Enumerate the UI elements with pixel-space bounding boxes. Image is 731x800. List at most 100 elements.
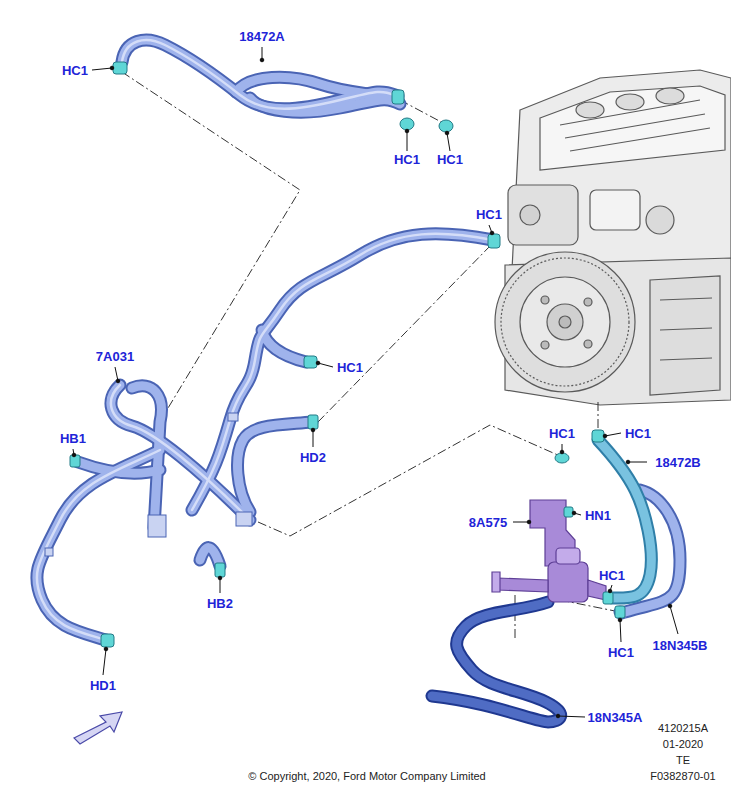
leader-line	[92, 68, 112, 70]
engine-illustration	[547, 304, 583, 340]
coolant-hose	[250, 98, 400, 112]
hose-clamp	[70, 62, 625, 647]
engine-illustration	[590, 190, 640, 230]
callout-number: HC1	[62, 63, 88, 78]
coolant-hose	[37, 450, 160, 640]
coolant-valve	[548, 562, 588, 602]
leader-line	[445, 131, 449, 135]
leader-line	[72, 47, 678, 718]
callout-number: 18N345A	[588, 710, 643, 725]
hose-clamp	[603, 592, 613, 604]
callout-number: 18472B	[655, 455, 701, 470]
hose-clamp	[439, 120, 453, 132]
hose-bracket	[45, 548, 53, 556]
coolant-hose	[37, 40, 680, 640]
callout-number: HC1	[608, 645, 634, 660]
leader-line	[405, 129, 409, 133]
engine-illustration	[559, 316, 571, 328]
engine-illustration	[541, 341, 549, 349]
assembly-line	[122, 72, 300, 418]
hose-bracket	[148, 515, 166, 537]
coolant-hose	[432, 602, 561, 722]
callout-number: HC1	[337, 360, 363, 375]
engine-illustration	[576, 102, 604, 118]
engine-illustration	[660, 298, 712, 360]
leader-line	[490, 231, 494, 235]
engine-illustration	[650, 276, 720, 395]
coolant-valve	[556, 548, 580, 564]
engine-illustration	[656, 88, 684, 104]
engine-illustration	[540, 86, 725, 170]
assembly-line	[258, 425, 560, 536]
leader-line	[572, 511, 576, 515]
leader-line	[260, 58, 264, 62]
leader-line	[313, 430, 314, 447]
engine-illustration	[584, 340, 592, 348]
leader-line	[318, 363, 333, 367]
engine-illustration	[520, 205, 540, 225]
leader-line	[110, 66, 114, 70]
coolant-hose	[122, 40, 398, 109]
callout-number: HN1	[585, 508, 611, 523]
coolant-hose	[37, 40, 493, 640]
hose-clamp	[113, 62, 127, 74]
engine-illustration	[520, 277, 610, 367]
hose-clamp	[304, 356, 317, 368]
front-arrow	[74, 712, 122, 744]
callout-number: HC1	[625, 426, 651, 441]
assembly-line	[122, 72, 620, 640]
leader-line	[556, 714, 560, 718]
callout-number: HC1	[437, 152, 463, 167]
hose-clamp	[592, 430, 604, 442]
leader-line	[218, 576, 222, 580]
leader-line	[628, 462, 647, 463]
coolant-hose	[432, 602, 561, 722]
leader-line	[316, 361, 320, 365]
leader-line	[447, 133, 450, 151]
hose-clamp	[400, 118, 414, 130]
callout-number: HC1	[599, 568, 625, 583]
leader-line	[560, 450, 564, 454]
engine-illustration	[616, 94, 644, 110]
callout-number: HB1	[60, 431, 86, 446]
engine-illustration	[495, 70, 731, 405]
hose-clamp	[392, 90, 404, 104]
footer-text: 4120215A	[658, 722, 708, 734]
leader-line	[103, 649, 106, 675]
coolant-hose	[37, 40, 680, 640]
front-arrow	[74, 712, 122, 744]
assembly-line	[598, 402, 599, 432]
leader-line	[605, 433, 621, 436]
footer-text: 01-2020	[663, 738, 703, 750]
callout-number: 18N345B	[653, 638, 708, 653]
leader-line	[618, 618, 622, 622]
hose-clamp	[615, 606, 625, 618]
leader-line	[608, 589, 612, 593]
engine-illustration	[508, 185, 578, 245]
hose-bracket	[236, 512, 252, 526]
leader-line	[311, 428, 315, 432]
callout-number: HC1	[476, 207, 502, 222]
callout-number: 8A575	[469, 515, 507, 530]
hose-bracket	[45, 413, 252, 556]
coolant-hose	[111, 385, 250, 520]
coolant-valve	[492, 572, 500, 592]
engine-illustration	[541, 296, 549, 304]
leader-line	[626, 460, 630, 464]
coolant-hose	[37, 40, 680, 722]
coolant-hose	[111, 385, 250, 520]
engine-illustration	[501, 258, 629, 386]
footer-text: © Copyright, 2020, Ford Motor Company Li…	[248, 770, 485, 782]
hose-clamp	[308, 415, 318, 429]
engine-illustration	[646, 206, 674, 234]
coolant-hose	[122, 40, 398, 109]
engine-illustration	[584, 298, 592, 306]
coolant-hose	[111, 385, 250, 520]
coolant-hose	[238, 422, 312, 512]
coolant-hose	[37, 450, 160, 640]
leader-line	[668, 604, 672, 608]
hose-clamp	[555, 453, 569, 463]
callout-number: HB2	[207, 596, 233, 611]
